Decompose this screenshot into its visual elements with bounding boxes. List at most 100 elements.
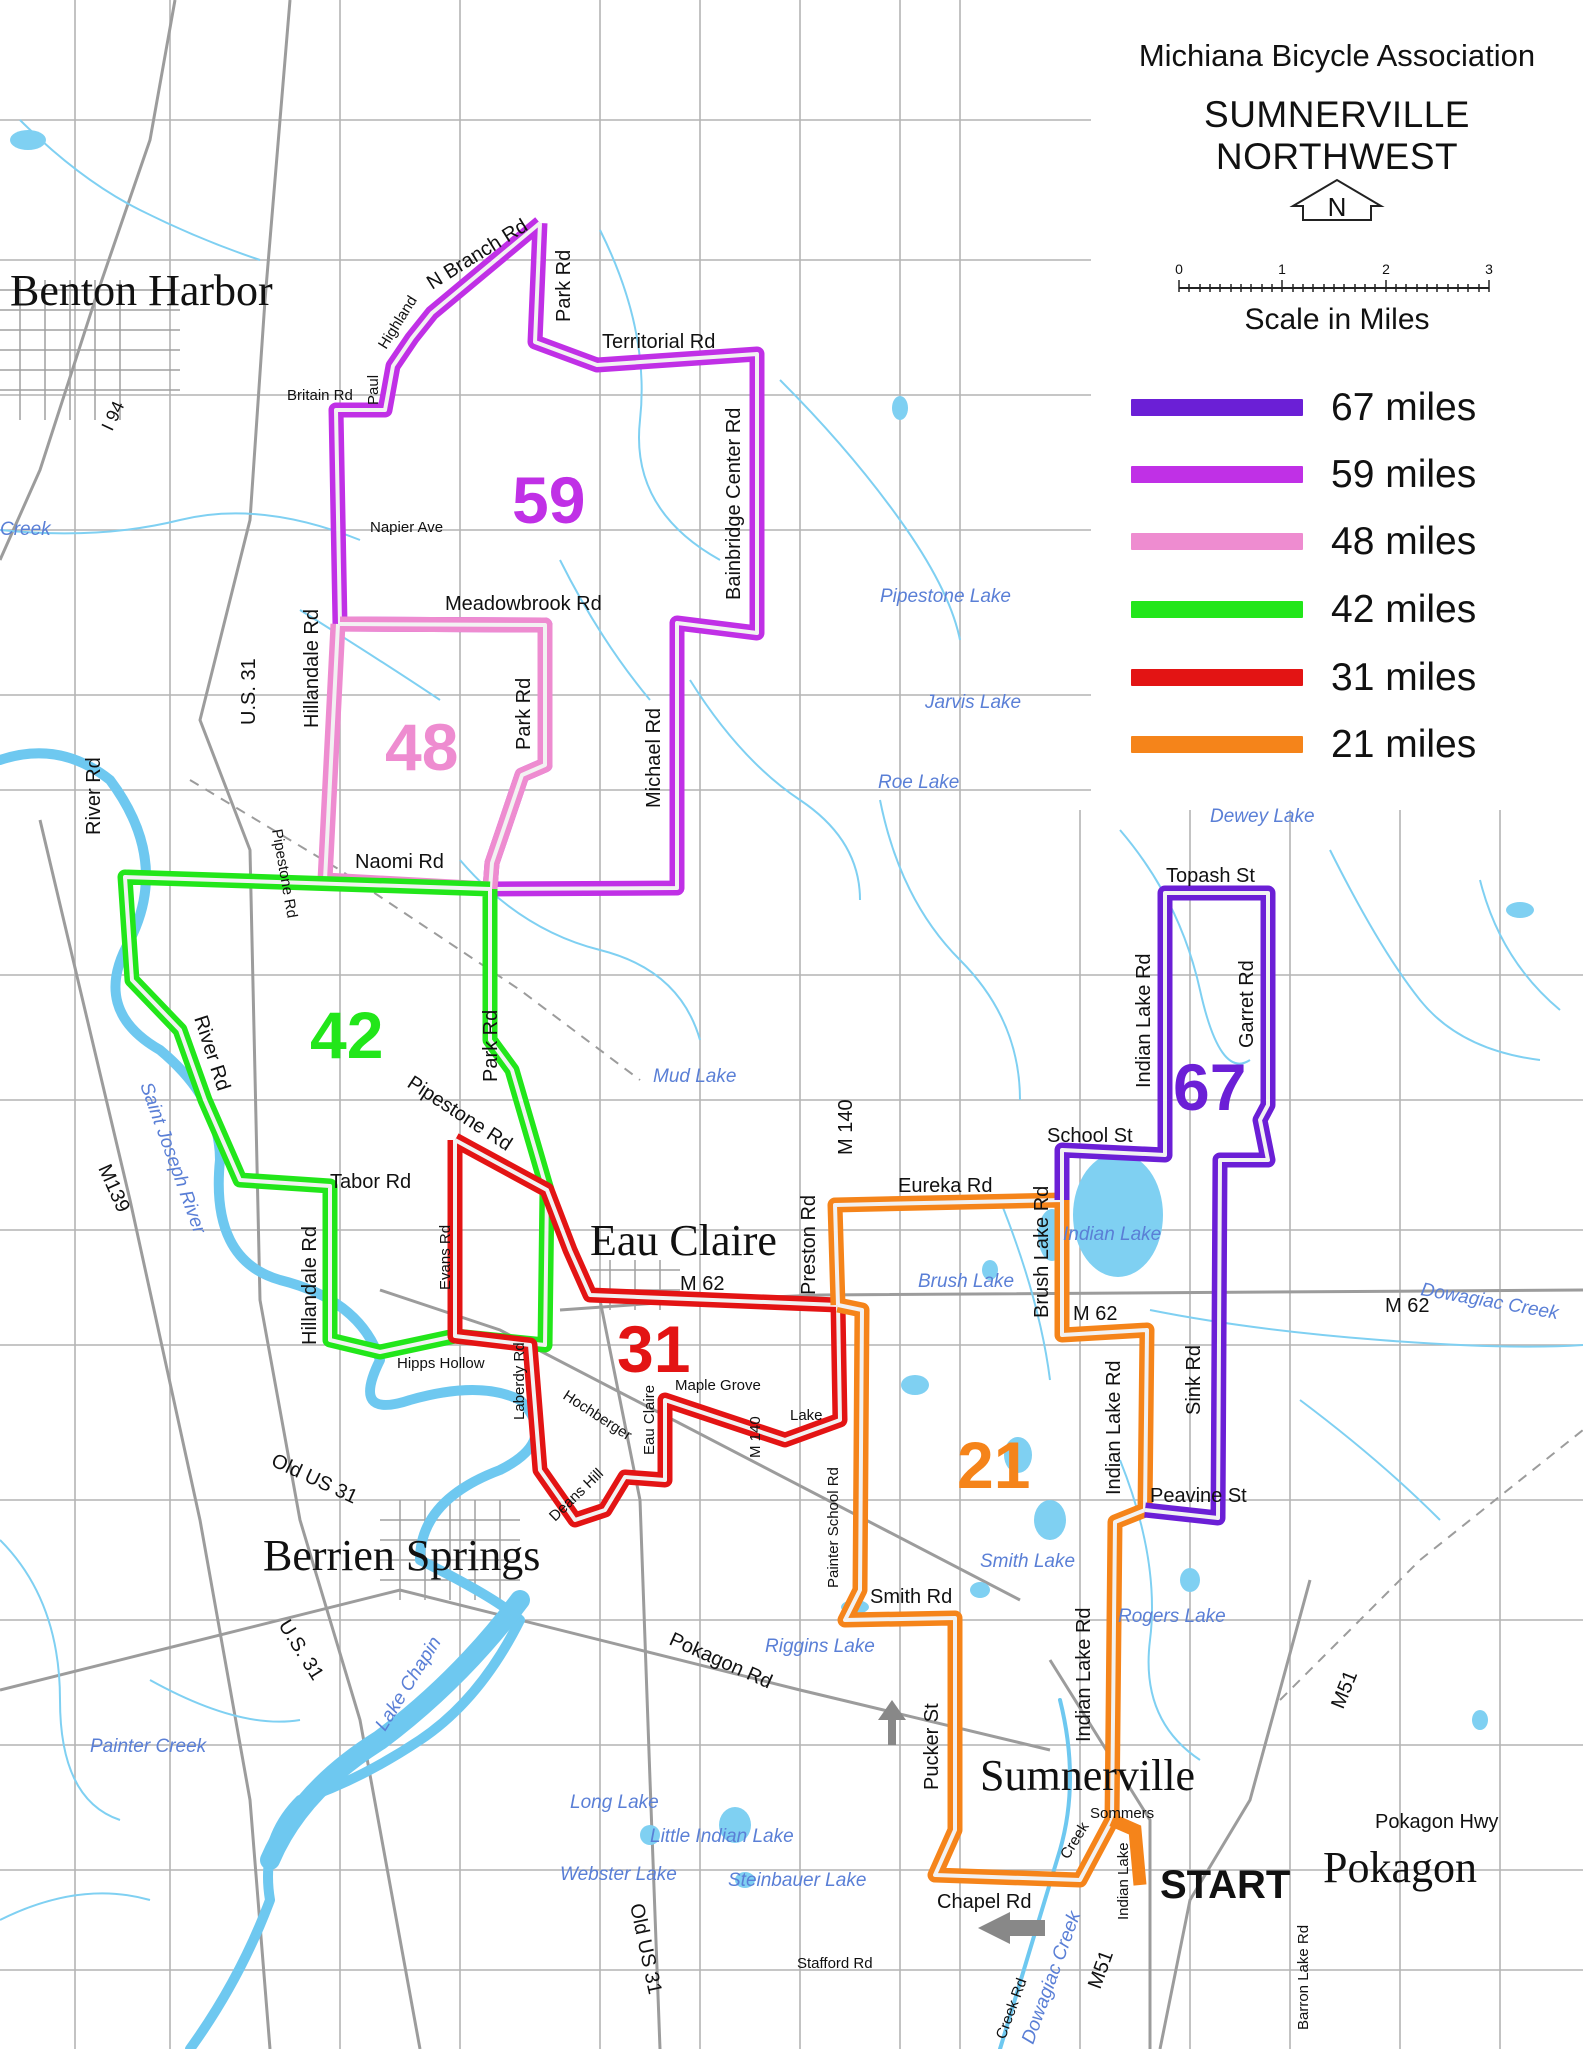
road-m62-east: M 62 [1385,1295,1429,1317]
start-spur [1109,1814,1147,1886]
road-indian-lake-mid: Indian Lake Rd [1103,1360,1125,1495]
legend-row-59: 59 miles [1131,453,1571,496]
water-brush-lake: Brush Lake [918,1271,1014,1292]
direction-arrows [878,1700,1045,1944]
scale-tick-2: 2 [1382,261,1390,277]
road-evans: Evans Rd [437,1225,454,1290]
water-indian-lake: Indian Lake [1063,1224,1161,1245]
route-67-path [1054,885,1276,1526]
legend-swatch-67 [1131,399,1303,416]
legend-route-name: SUMNERVILLE NORTHWEST [1204,94,1470,177]
road-naomi: Naomi Rd [355,851,444,873]
road-britain: Britain Rd [287,387,353,404]
rivers [0,748,1072,2054]
route-number-42: 42 [310,998,383,1072]
road-hillandale-bottom: Hillandale Rd [299,1226,321,1345]
road-park-top: Park Rd [553,250,575,322]
water-painter-creek: Painter Creek [90,1736,208,1757]
water-long-lake: Long Lake [570,1792,659,1813]
water-creek-left: Creek [0,519,52,540]
scale-label: Scale in Miles [1244,303,1430,336]
water-steinbauer-lake: Steinbauer Lake [728,1870,866,1891]
road-bainbridge: Bainbridge Center Rd [723,408,745,600]
scale-tick-0: 0 [1175,261,1183,277]
road-park-48: Park Rd [513,678,535,750]
road-m140-bottom: M 140 [747,1416,764,1458]
start-label: START [1160,1863,1290,1907]
north-label: N [1328,192,1347,222]
road-indian-lake-bottom: Indian Lake Rd [1073,1607,1095,1742]
road-eureka: Eureka Rd [898,1175,993,1197]
route-42-path [117,869,555,1360]
road-old-us31-bottom: Old US 31 [625,1901,666,1996]
road-garret: Garret Rd [1236,960,1258,1048]
road-sommers: Sommers [1090,1805,1154,1822]
road-meadowbrook: Meadowbrook Rd [445,593,602,615]
road-topash: Topash St [1166,865,1255,887]
route-number-21: 21 [957,1428,1030,1502]
scale-tick-1: 1 [1278,261,1286,277]
road-brush-lake: Brush Lake Rd [1031,1186,1053,1318]
road-pucker: Pucker St [921,1703,943,1790]
scale-bar: 0 1 2 3 [1175,261,1493,292]
road-preston: Preston Rd [798,1195,820,1295]
town-benton-harbor: Benton Harbor [10,266,273,315]
road-m62-center: M 62 [680,1273,724,1295]
route-31-path [447,1133,848,1528]
road-m62-indian: M 62 [1073,1303,1117,1325]
road-pokagon-hwy: Pokagon Hwy [1375,1811,1498,1833]
route-21-path [827,1192,1155,1888]
road-tabor: Tabor Rd [330,1171,411,1193]
lakes [10,130,1534,1888]
road-m140-top: M 140 [835,1099,857,1155]
water-little-indian-lake: Little Indian Lake [650,1826,794,1847]
water-rogers-lake: Rogers Lake [1118,1606,1226,1627]
legend-label-67: 67 miles [1331,386,1477,429]
road-us31-top: U.S. 31 [238,658,260,725]
water-roe-lake: Roe Lake [878,772,959,793]
route-number-31: 31 [617,1312,690,1386]
legend-row-42: 42 miles [1131,588,1571,631]
legend-swatch-59 [1131,466,1303,483]
road-paul: Paul [365,375,382,405]
legend-row-67: 67 miles [1131,386,1571,429]
legend-label-59: 59 miles [1331,453,1477,496]
road-pipestone: Pipestone Rd [268,828,300,920]
road-school: School St [1047,1125,1133,1147]
legend-swatch-42 [1131,601,1303,618]
road-park-42: Park Rd [480,1010,502,1082]
water-dewey-lake: Dewey Lake [1210,806,1315,827]
road-peavine: Peavine St [1150,1485,1247,1507]
water-smith-lake: Smith Lake [980,1551,1075,1572]
water-mud-lake: Mud Lake [653,1066,736,1087]
road-chapel: Chapel Rd [937,1891,1032,1913]
west-arrow-icon [978,1912,1045,1944]
north-icon: N [1289,178,1385,222]
route-number-59: 59 [512,463,585,537]
town-eau-claire: Eau Claire [590,1216,777,1265]
road-indian-lake-top: Indian Lake Rd [1133,953,1155,1088]
road-napier: Napier Ave [370,519,443,536]
legend-row-31: 31 miles [1131,656,1571,699]
road-hillandale-top: Hillandale Rd [301,609,323,728]
north-arrow-icon [878,1700,906,1745]
legend-swatch-21 [1131,736,1303,753]
legend-label-42: 42 miles [1331,588,1477,631]
road-eau-claire: Eau Claire [641,1385,658,1455]
route-number-67: 67 [1173,1050,1246,1124]
road-maple-grove: Maple Grove [675,1377,761,1394]
road-indian-lake-short: Indian Lake [1115,1842,1132,1920]
legend-panel: Michiana Bicycle Association SUMNERVILLE… [1091,8,1583,803]
legend-row-48: 48 miles [1131,520,1571,563]
town-berrien-springs: Berrien Springs [263,1531,540,1580]
legend-label-21: 21 miles [1331,723,1477,766]
water-riggins-lake: Riggins Lake [765,1636,875,1657]
road-m51-east: M51 [1327,1668,1362,1712]
route-number-48: 48 [385,710,458,784]
water-dowagiac-east: Dowagiac Creek [1419,1279,1561,1324]
scale-tick-3: 3 [1485,261,1493,277]
road-i94: I 94 [97,398,128,434]
town-pokagon: Pokagon [1323,1843,1477,1892]
